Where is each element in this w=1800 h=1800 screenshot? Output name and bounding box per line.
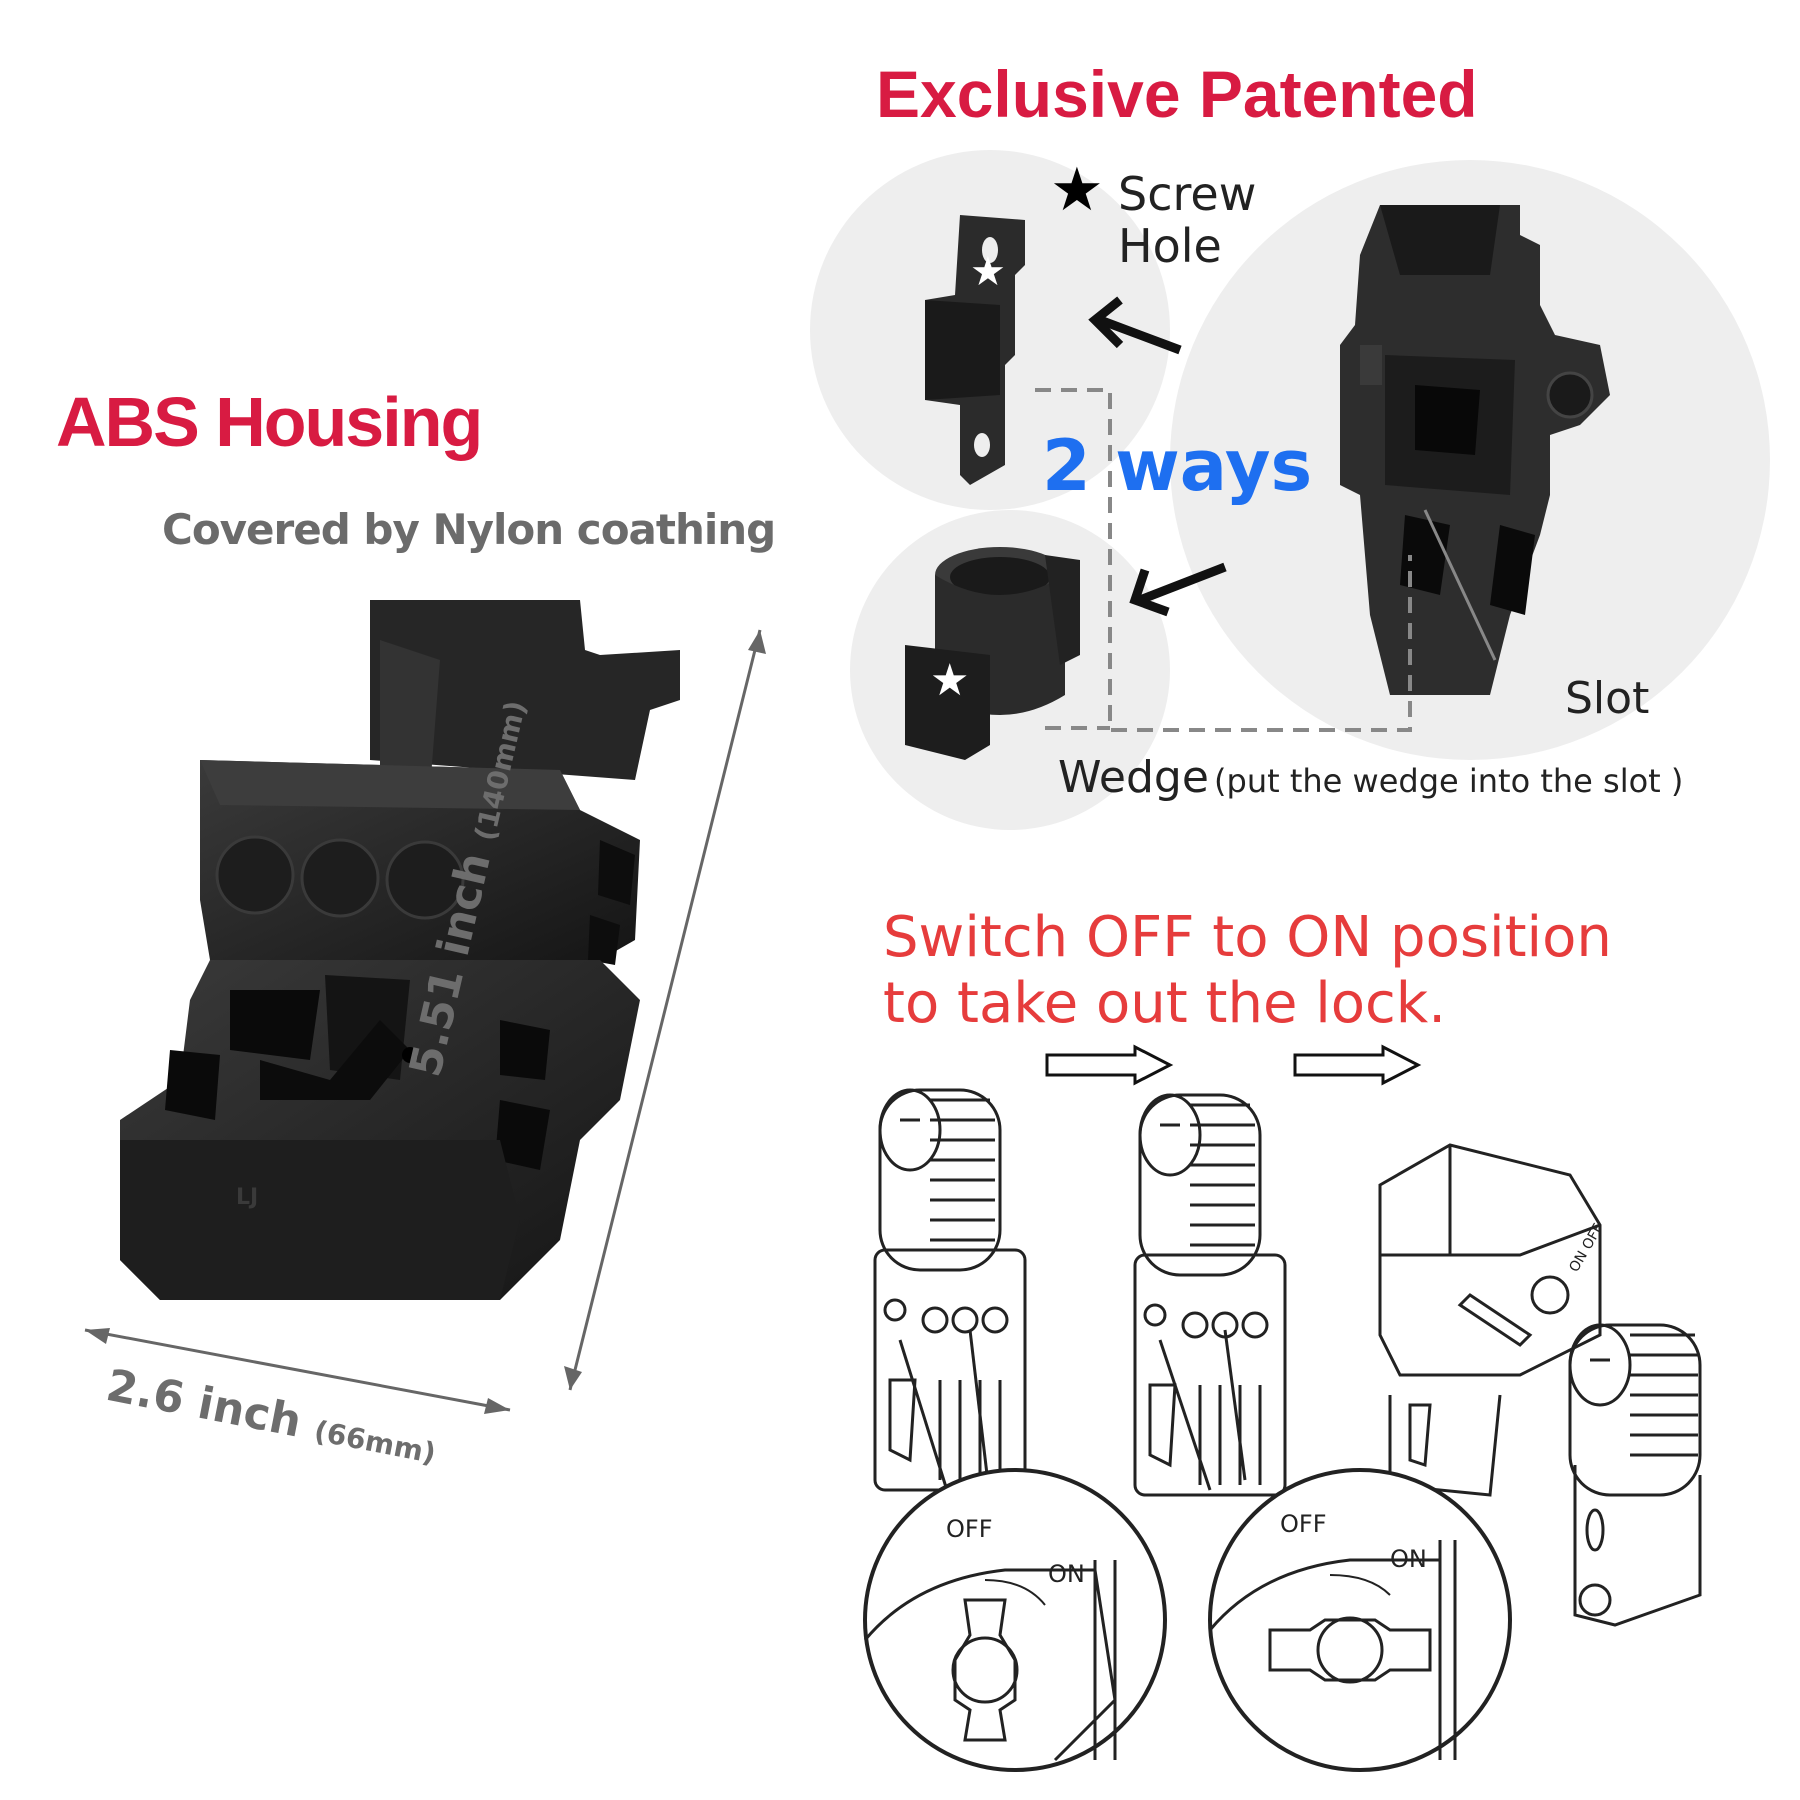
screw-hole-label-line2: Hole <box>1118 219 1222 273</box>
clamp-mount-part-image: ★ <box>905 547 1080 760</box>
detail2-on-label: ON <box>1390 1545 1427 1573</box>
detail-callout-lines <box>898 1329 1247 1501</box>
screw-mount-part-image: ★ <box>925 215 1025 485</box>
wedge-label: Wedge (put the wedge into the slot ) <box>1058 752 1683 803</box>
step1-lock-in-holster-drawing <box>873 1088 1027 1492</box>
detail2-off-label: OFF <box>1280 1510 1327 1538</box>
nylon-coating-subtitle: Covered by Nylon coathing <box>162 505 776 554</box>
instruction-line1: Switch OFF to ON position <box>883 905 1612 970</box>
detail1-off-label: OFF <box>946 1515 993 1543</box>
detail1-on-label: ON <box>1048 1560 1085 1588</box>
switch-detail-circle-2 <box>1208 1468 1512 1772</box>
two-ways-label: 2 ways <box>1042 425 1313 507</box>
height-dimension-arrow <box>564 629 766 1391</box>
svg-text:★: ★ <box>970 249 1006 295</box>
switch-detail-circle-1 <box>863 1468 1167 1772</box>
instruction-line2: to take out the lock. <box>883 971 1447 1036</box>
patent-callout-lines <box>1035 296 1497 732</box>
abs-housing-title: ABS Housing <box>56 383 483 461</box>
step-arrow-2 <box>1293 1044 1422 1086</box>
step3-holster-and-lock-drawing <box>1378 1143 1702 1627</box>
exclusive-patented-title: Exclusive Patented <box>876 57 1478 131</box>
wedge-label-main: Wedge <box>1058 752 1209 803</box>
abs-housing-product-image <box>120 600 680 1300</box>
width-dimension-arrow <box>84 1328 511 1414</box>
star-icon: ★ <box>1050 155 1104 225</box>
screw-hole-label-line1: Screw <box>1118 167 1257 221</box>
step-arrow-1 <box>1045 1044 1174 1086</box>
width-dim-sub: (66mm) <box>311 1414 439 1471</box>
svg-text:★: ★ <box>930 655 969 706</box>
wedge-label-note: (put the wedge into the slot ) <box>1214 762 1684 800</box>
switch-instruction-text: Switch OFF to ON position to take out th… <box>883 905 1612 1037</box>
holster-part-image <box>1340 205 1610 695</box>
screw-hole-label: Screw Hole <box>1118 168 1256 272</box>
brand-logo: LJ <box>236 1185 259 1210</box>
slot-label: Slot <box>1565 673 1650 724</box>
